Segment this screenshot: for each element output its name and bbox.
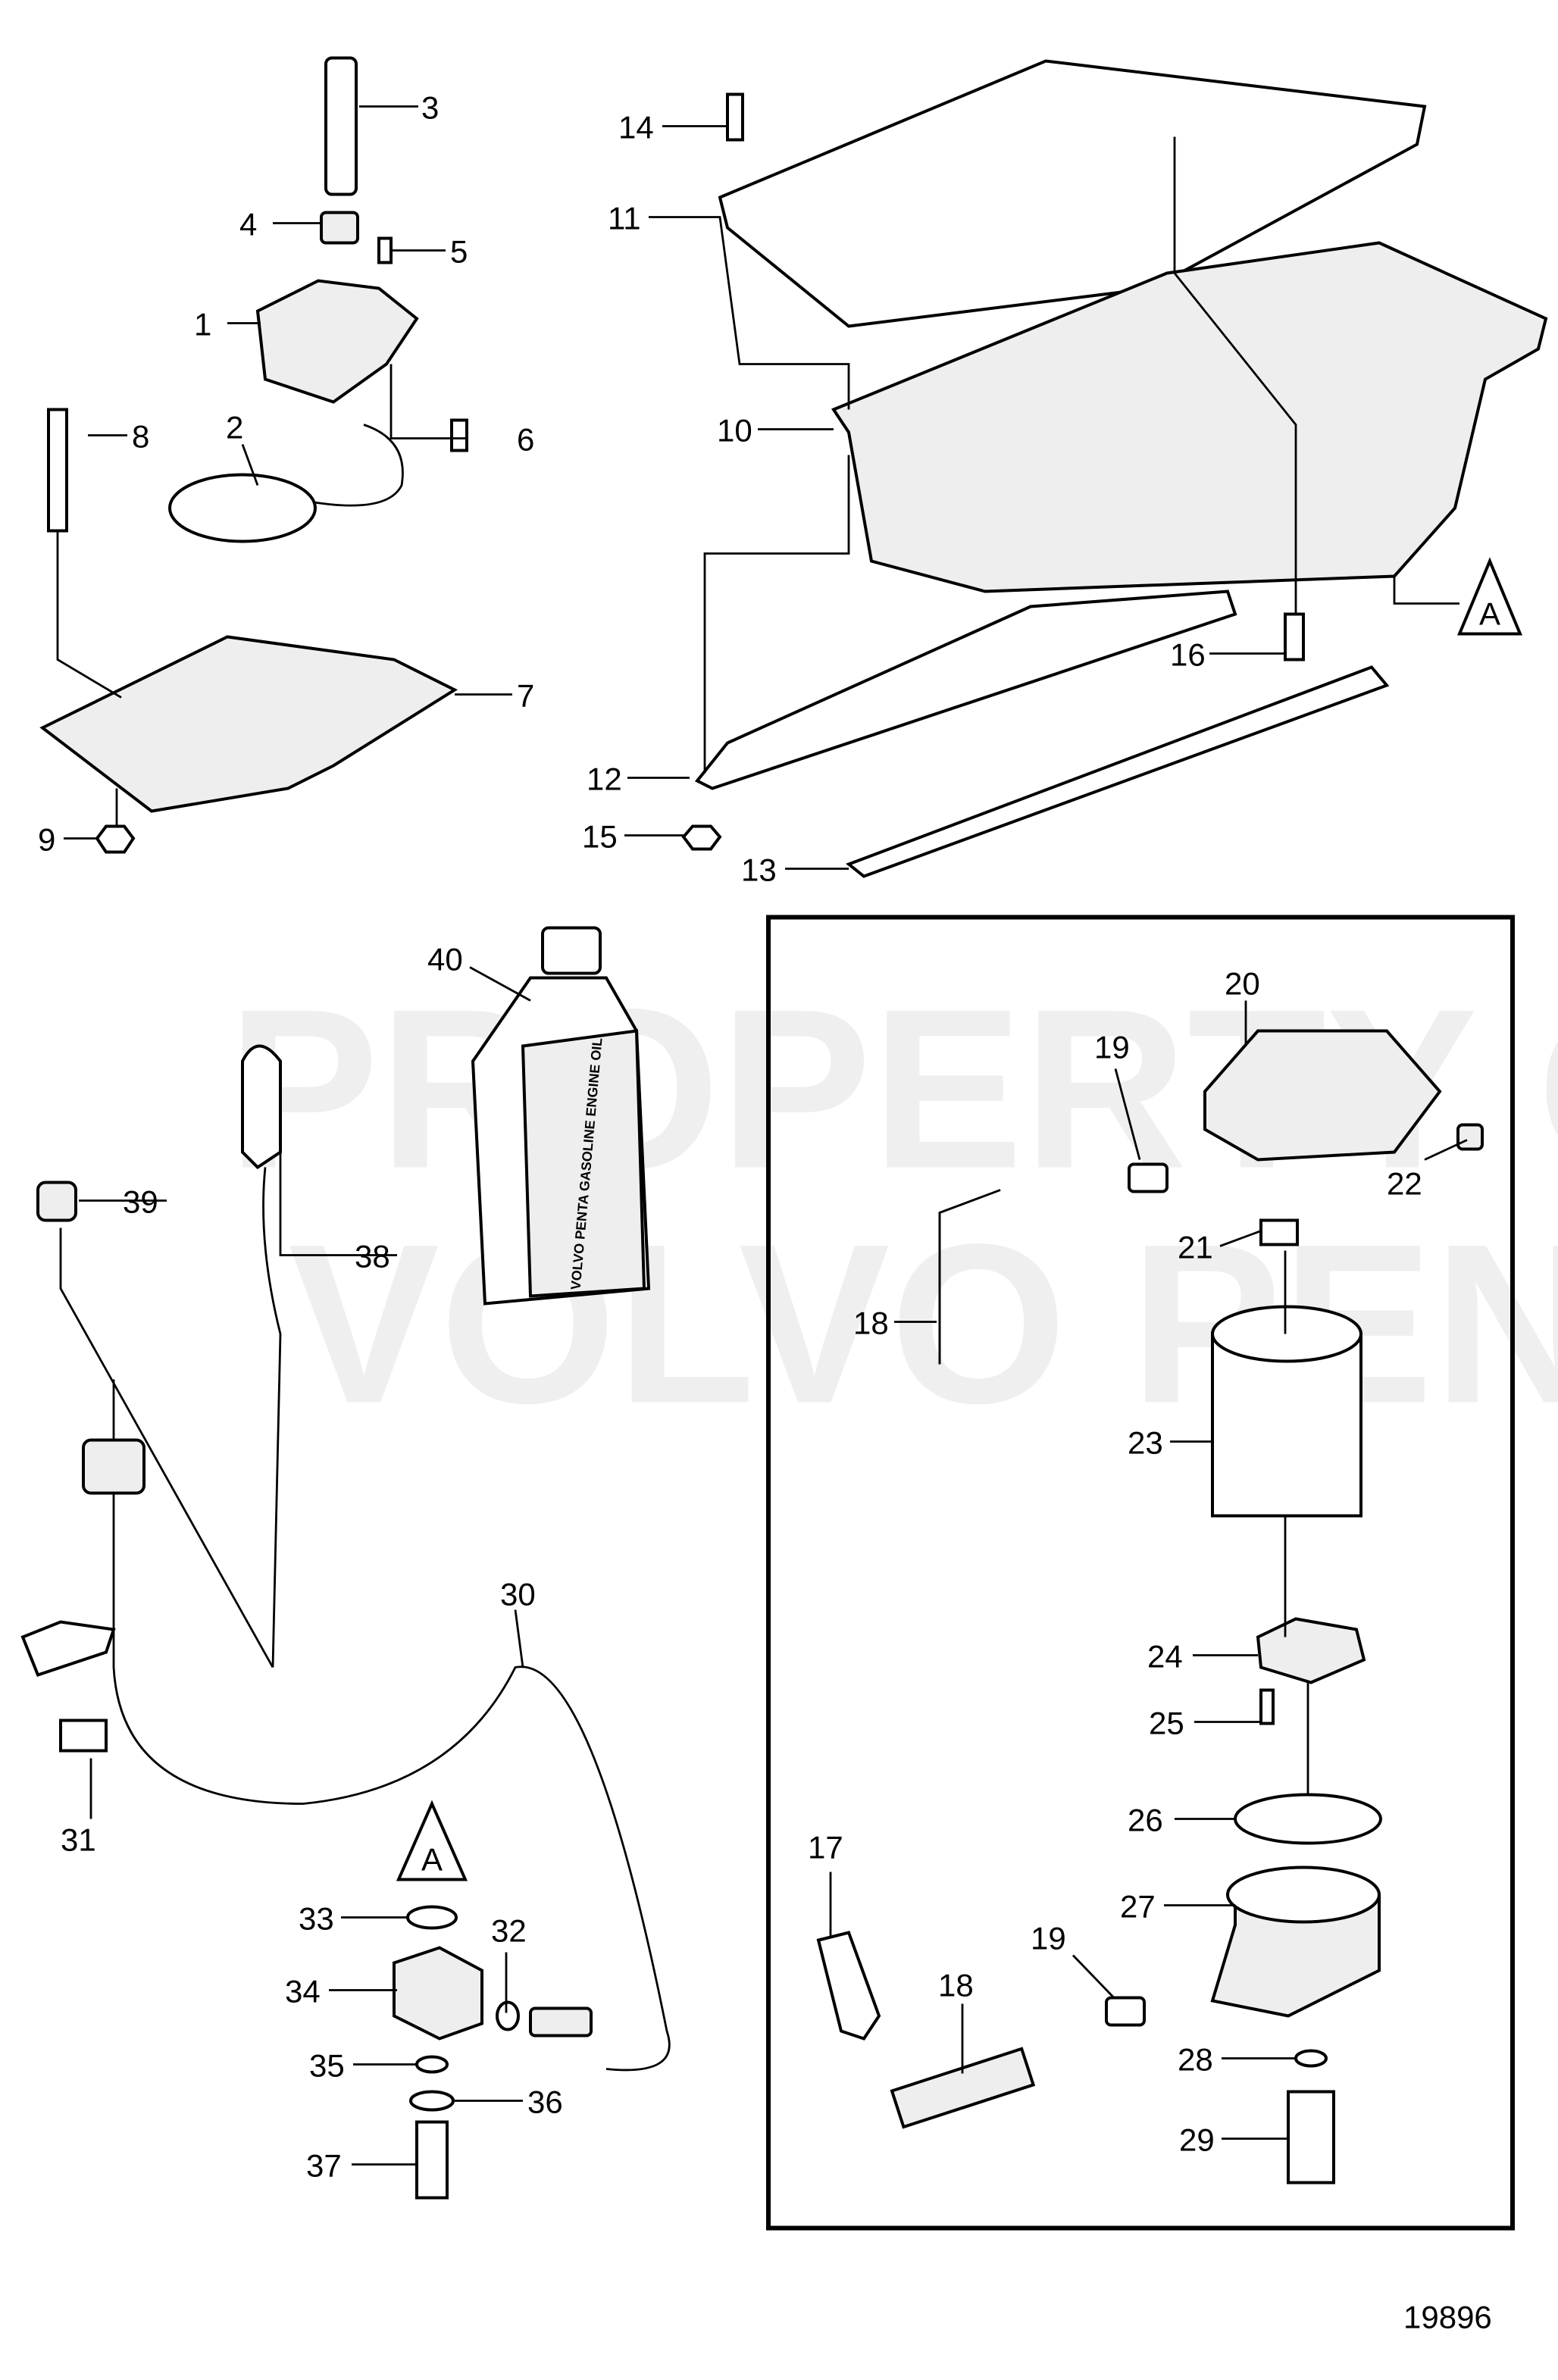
callout-15: 15 [582, 819, 618, 855]
callout-13: 13 [741, 852, 777, 888]
reference-marker-a-2: A [421, 1842, 443, 1878]
callout-29: 29 [1179, 2122, 1215, 2158]
callout-10: 10 [717, 413, 752, 449]
callout-19: 19 [1094, 1030, 1130, 1065]
callout-9: 9 [38, 822, 55, 858]
watermark-line-2: VOLVO PENTA [288, 1196, 1558, 1451]
callout-17: 17 [808, 1830, 843, 1866]
callout-28: 28 [1178, 2042, 1213, 2078]
callout-21: 21 [1178, 1230, 1213, 1265]
callout-27: 27 [1120, 1889, 1156, 1925]
callout-7: 7 [517, 678, 534, 714]
callout-26: 26 [1128, 1803, 1163, 1838]
oil-pump-group [39, 56, 468, 854]
oil-filter-group [816, 1029, 1484, 2185]
callout-38: 38 [355, 1239, 390, 1274]
callout-labels: 3 4 5 1 6 2 8 7 9 14 11 10 16 12 15 13 4… [38, 90, 1492, 2335]
callout-35: 35 [309, 2048, 345, 2084]
callout-1: 1 [194, 307, 211, 342]
reference-marker-a: A [1479, 596, 1500, 632]
callout-12: 12 [587, 762, 622, 797]
callout-18: 18 [853, 1306, 889, 1341]
callout-30: 30 [500, 1577, 536, 1612]
callout-18-lower: 18 [938, 1968, 974, 2003]
callout-34: 34 [285, 1974, 321, 2009]
callout-6: 6 [517, 422, 534, 458]
reference-marker-a-triangle [1457, 557, 1522, 636]
leader-lines [56, 105, 1468, 2166]
callout-3: 3 [421, 90, 439, 126]
callout-39: 39 [123, 1184, 158, 1220]
callout-25: 25 [1149, 1706, 1184, 1741]
callout-31: 31 [61, 1822, 96, 1858]
callout-19-lower: 19 [1031, 1921, 1066, 1956]
callout-11: 11 [608, 201, 641, 236]
callout-8: 8 [132, 419, 149, 455]
figure-number: 19896 [1403, 2300, 1492, 2335]
callout-14: 14 [618, 110, 654, 145]
callout-33: 33 [299, 1901, 334, 1937]
callout-32: 32 [491, 1913, 527, 1949]
oil-filter-kit-box [766, 915, 1515, 2231]
callout-37: 37 [306, 2148, 342, 2184]
callout-40: 40 [427, 942, 463, 977]
callout-5: 5 [450, 234, 468, 270]
oil-pan-group: A [681, 59, 1548, 878]
callout-20: 20 [1225, 966, 1260, 1002]
oil-bottle: VOLVO PENTA GASOLINE ENGINE OIL [471, 926, 651, 1306]
callout-16: 16 [1170, 637, 1206, 673]
callout-2: 2 [226, 410, 243, 446]
callout-36: 36 [527, 2084, 563, 2120]
oil-drain-group: A [20, 1044, 671, 2200]
callout-4: 4 [239, 207, 257, 242]
reference-marker-a-triangle-2 [396, 1800, 468, 1881]
callout-22: 22 [1387, 1166, 1422, 1202]
callout-24: 24 [1147, 1639, 1183, 1675]
callout-23: 23 [1128, 1425, 1163, 1461]
